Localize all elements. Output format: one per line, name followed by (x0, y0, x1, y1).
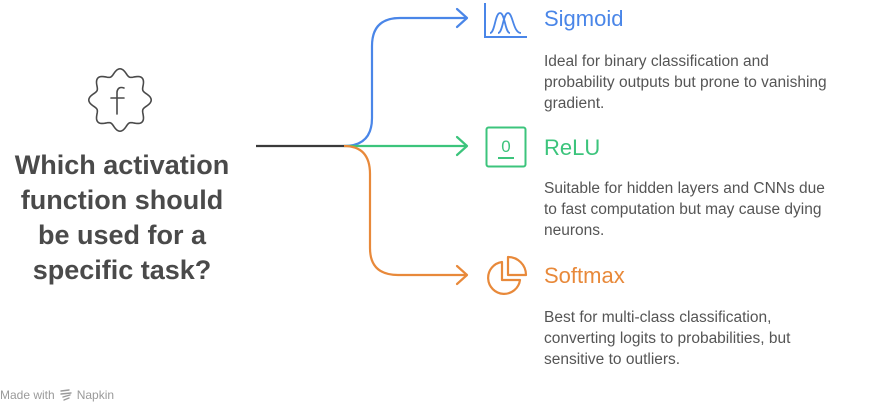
footer-brand: Napkin (76, 388, 115, 402)
option-description-relu: Suitable for hidden layers and CNNs due … (544, 178, 872, 241)
footer-prefix: Made with (0, 388, 55, 402)
question-line: Which activation (14, 150, 230, 180)
option-title-softmax: Softmax (544, 263, 625, 288)
function-badge-icon (87, 67, 153, 133)
relu-icon-text: 0 (501, 137, 510, 156)
description-line: sensitive to outliers. (544, 351, 681, 368)
description-line: gradient. (544, 95, 605, 112)
arrow-relu (455, 135, 469, 157)
description-line: to fast computation but may cause dying (544, 201, 822, 218)
made-with-napkin-footer[interactable]: Made with Napkin (0, 388, 114, 402)
bell-curve-chart-icon (484, 3, 527, 38)
question-line: be used for a (37, 220, 207, 250)
napkin-logo-icon (60, 389, 72, 401)
description-line: Best for multi-class classification, (544, 309, 772, 326)
question-heading: Which activation function should be used… (0, 148, 244, 288)
arrow-sigmoid (455, 7, 469, 29)
option-description-softmax: Best for multi-class classification, con… (544, 307, 872, 370)
description-line: neurons. (544, 222, 605, 239)
question-line: function should (20, 185, 224, 215)
arrow-softmax (455, 264, 469, 286)
option-title-relu: ReLU (544, 135, 601, 160)
description-line: Ideal for binary classification and (544, 53, 769, 70)
description-line: converting logits to probabilities, but (544, 330, 791, 347)
zero-threshold-icon: 0 (485, 126, 527, 168)
option-description-sigmoid: Ideal for binary classification and prob… (544, 51, 872, 114)
description-line: Suitable for hidden layers and CNNs due (544, 180, 825, 197)
option-title-sigmoid: Sigmoid (544, 6, 624, 31)
pie-chart-icon (487, 255, 528, 295)
question-line: specific task? (32, 255, 212, 285)
branch-softmax (343, 144, 466, 277)
description-line: probability outputs but prone to vanishi… (544, 74, 827, 91)
branch-sigmoid (343, 16, 466, 148)
